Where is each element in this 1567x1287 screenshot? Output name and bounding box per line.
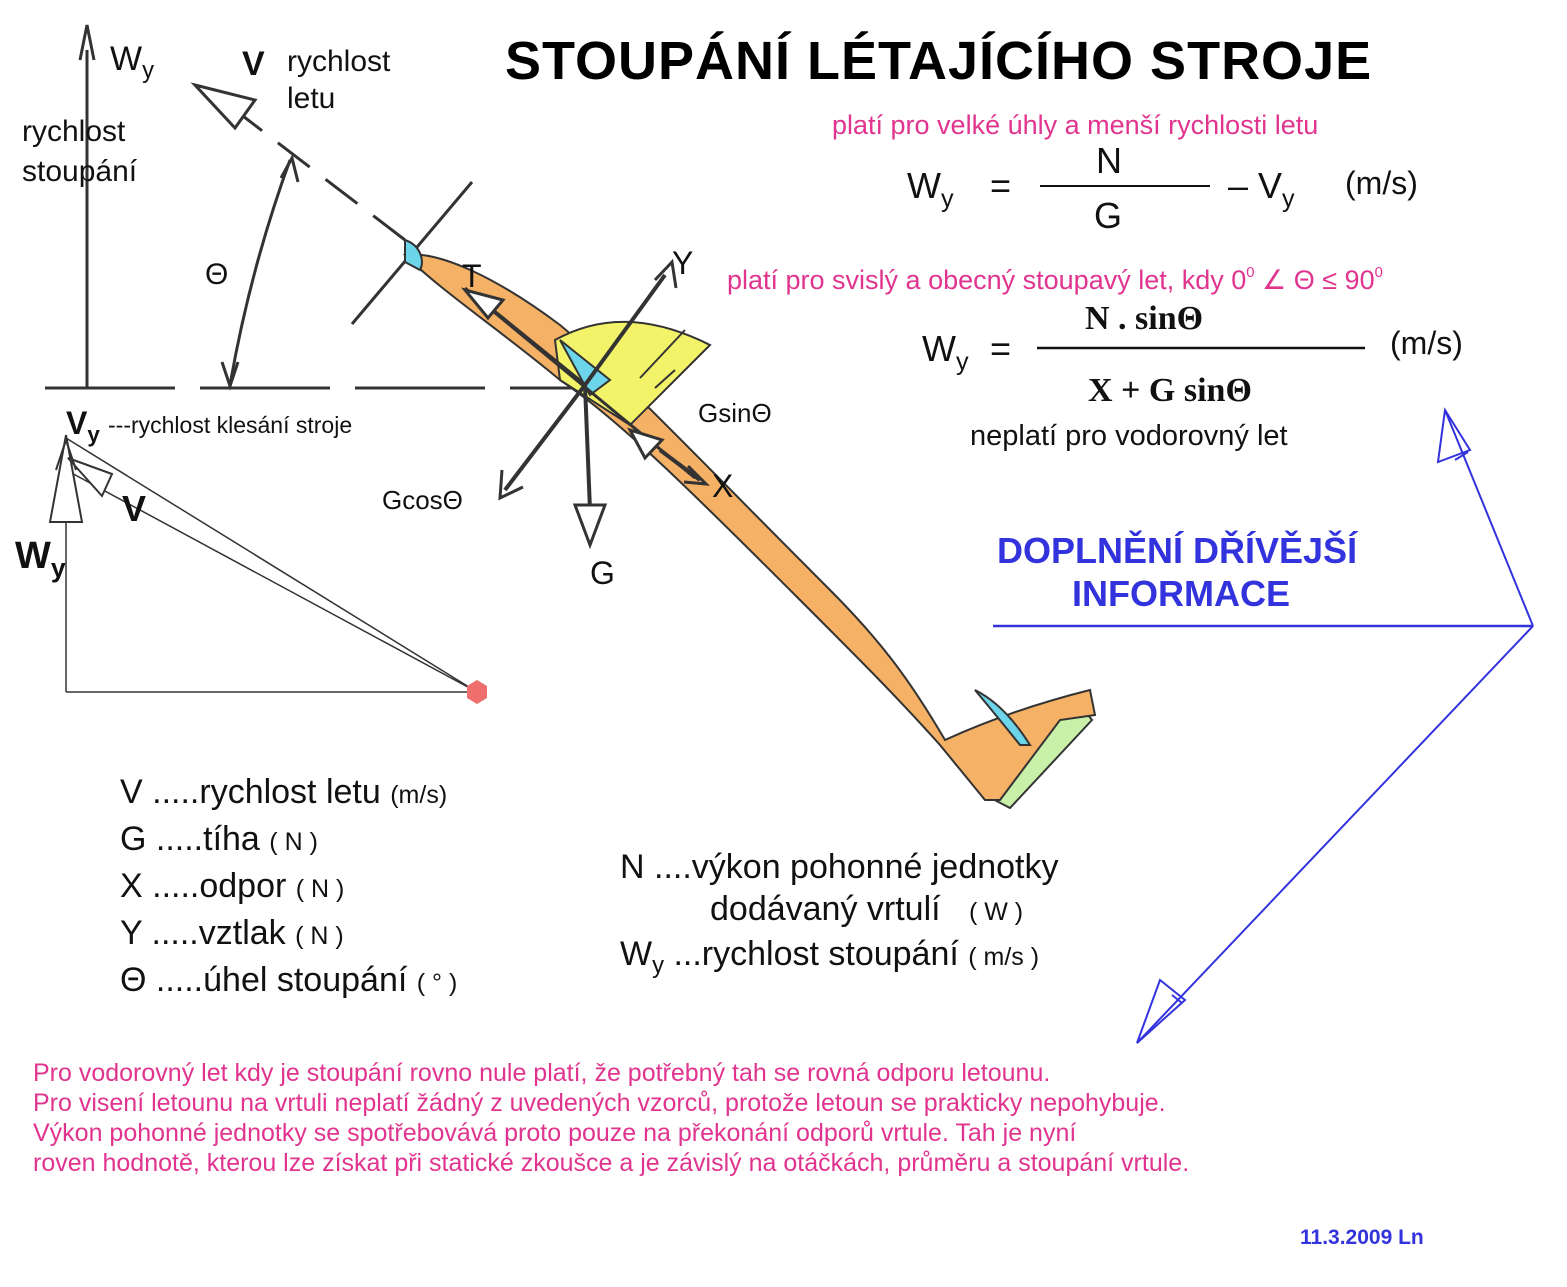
theta-label: Θ	[205, 258, 229, 291]
formula2-equals: =	[990, 328, 1012, 369]
legend-n-line1: N ....výkon pohonné jednotky	[620, 848, 1059, 886]
vertical-fin	[974, 689, 1032, 746]
formula1-lhs: Wy	[907, 165, 954, 213]
gcos-label: GcosΘ	[382, 485, 463, 515]
note-line-2: Pro visení letounu na vrtuli neplatí žád…	[33, 1089, 1166, 1117]
theta-arc	[228, 159, 292, 386]
flight-direction-line	[234, 108, 406, 242]
climb-speed-label-1: rychlost	[22, 115, 126, 148]
note-line-3: Výkon pohonné jednotky se spotřebovává p…	[33, 1119, 1077, 1147]
note-line-1: Pro vodorovný let kdy je stoupání rovno …	[33, 1059, 1051, 1087]
signature-date: 11.3.2009 Ln	[1300, 1226, 1424, 1249]
formula2-unit: (m/s)	[1390, 325, 1463, 361]
airplane-drawing	[350, 181, 1097, 810]
force-x-label: X	[712, 468, 734, 504]
callout-line2: INFORMACE	[1072, 573, 1290, 614]
wy-axis-arrow	[78, 24, 96, 61]
theta-arc-head-top	[279, 153, 300, 183]
theta-arc-head-bottom	[220, 361, 240, 391]
notes-block: Pro vodorovný let kdy je stoupání rovno …	[33, 1058, 1189, 1178]
vy-description: ---rychlost klesání stroje	[108, 412, 353, 438]
formula1-numerator: N	[1096, 140, 1122, 181]
gsin-label: GsinΘ	[698, 398, 772, 428]
formula1-condition: platí pro velké úhly a menší rychlosti l…	[832, 110, 1319, 140]
force-vectors	[460, 258, 710, 550]
velocity-arrowhead	[190, 82, 258, 131]
wy-axis-label: Wy	[110, 40, 154, 85]
page-title: STOUPÁNÍ LÉTAJÍCÍHO STROJE	[505, 31, 1373, 91]
climb-speed-label-2: stoupání	[22, 155, 138, 188]
formula2-numerator: N . sinΘ	[1085, 300, 1204, 337]
callout-line1: DOPLNĚNÍ DŘÍVĚJŠÍ	[997, 530, 1358, 571]
formula1-minus: –	[1228, 165, 1249, 206]
propeller-hub	[404, 238, 423, 272]
legend-item-theta: Θ .....úhel stoupání ( ° )	[120, 961, 458, 999]
triangle-vertex-marker	[467, 680, 487, 704]
formula1-equals: =	[990, 165, 1012, 206]
legend-wy: Wy ...rychlost stoupání ( m/s )	[620, 935, 1040, 980]
flight-speed-label-2: letu	[287, 82, 336, 115]
legend-item-y: Y .....vztlak ( N )	[120, 914, 344, 952]
formula2-lhs: Wy	[922, 328, 969, 376]
note-line-4: roven hodnotě, kterou lze získat při sta…	[33, 1149, 1190, 1177]
formula2-denominator: X + G sinΘ	[1088, 372, 1252, 409]
velocity-triangle	[48, 434, 487, 704]
force-y-label: Y	[672, 245, 694, 281]
callout-pointer	[993, 407, 1534, 1044]
triangle-wy-label: Wy	[15, 535, 66, 584]
wing	[553, 320, 712, 427]
formula2-note: neplatí pro vodorovný let	[970, 420, 1288, 452]
formula1-denominator: G	[1094, 195, 1123, 236]
force-g-label: G	[590, 555, 615, 591]
vy-label: Vy	[66, 405, 100, 447]
formula2-condition: platí pro svislý a obecný stoupavý let, …	[727, 265, 1383, 295]
formula1-unit: (m/s)	[1345, 165, 1418, 201]
legend-item-g: G .....tíha ( N )	[120, 820, 318, 858]
legend-item-x: X .....odpor ( N )	[120, 867, 345, 905]
force-t-label: T	[462, 258, 482, 294]
flight-speed-label-1: rychlost	[287, 45, 391, 78]
legend-list: V .....rychlost letu (m/s) G .....tíha (…	[120, 770, 457, 1005]
legend-item-v: V .....rychlost letu (m/s)	[120, 773, 448, 811]
formula1-rhs: Vy	[1258, 165, 1295, 213]
v-label: V	[242, 45, 265, 83]
triangle-v-label: V	[122, 488, 147, 529]
legend-n-line2: dodávaný vrtulí ( W )	[710, 890, 1024, 928]
